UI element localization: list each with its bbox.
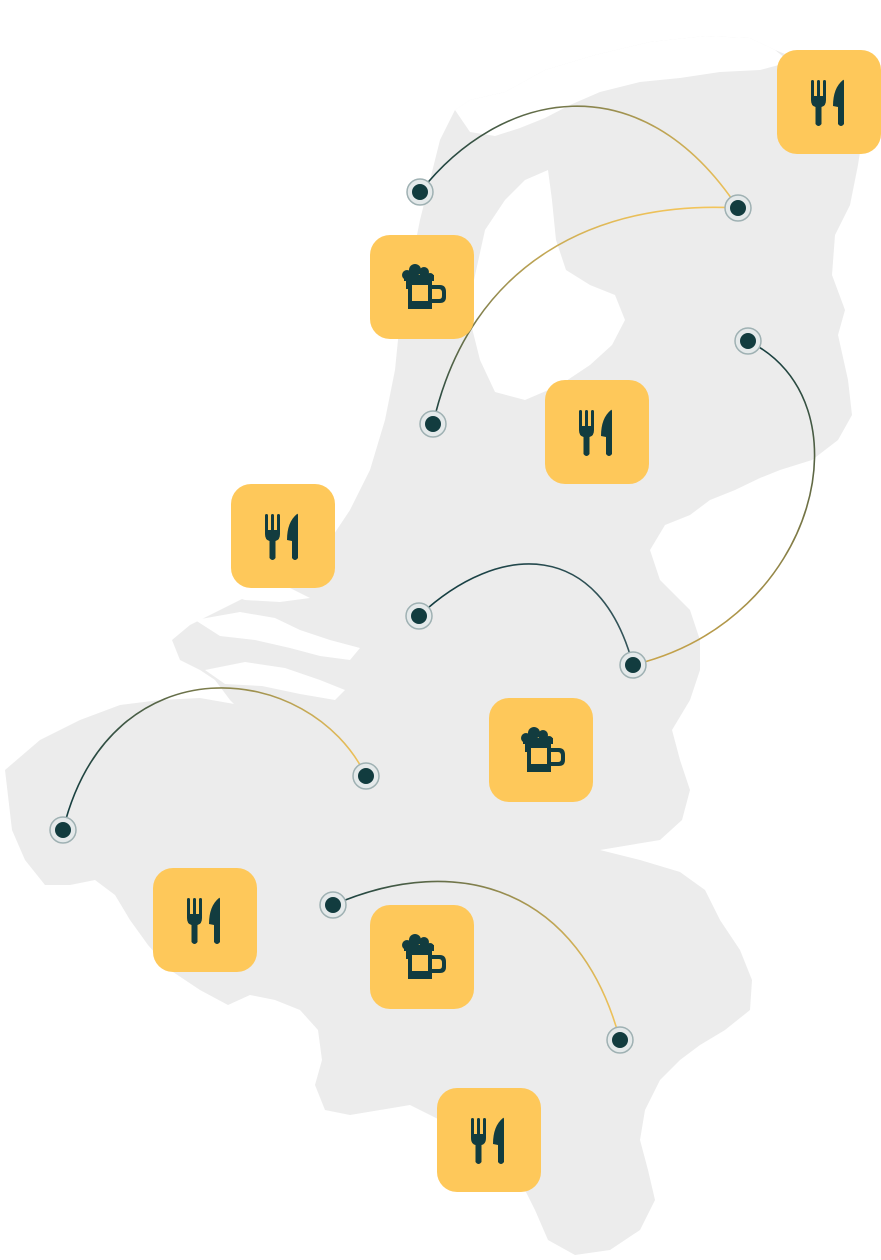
beer-mug-icon	[390, 255, 454, 319]
dot-h[interactable]	[352, 762, 380, 790]
badge-nw-beer[interactable]	[370, 235, 474, 339]
route-2	[432, 206, 739, 425]
dot-a[interactable]	[406, 178, 434, 206]
fork-knife-icon	[565, 400, 629, 464]
fork-knife-icon	[797, 70, 861, 134]
beer-mug-icon	[509, 718, 573, 782]
fork-knife-icon	[173, 888, 237, 952]
route-dots	[49, 178, 762, 1054]
beer-mug-icon	[390, 925, 454, 989]
dot-f[interactable]	[619, 651, 647, 679]
badge-bottom-restaurant[interactable]	[437, 1088, 541, 1192]
dot-i[interactable]	[319, 891, 347, 919]
route-4	[418, 563, 634, 666]
fork-knife-icon	[457, 1108, 521, 1172]
badge-mid-beer[interactable]	[489, 698, 593, 802]
island-gap-1	[600, 32, 665, 44]
routes-layer	[62, 105, 816, 1041]
island-gap-2	[690, 20, 745, 32]
dot-j[interactable]	[606, 1026, 634, 1054]
dot-b[interactable]	[724, 194, 752, 222]
dot-g[interactable]	[49, 816, 77, 844]
delta-channel-3	[215, 582, 310, 602]
badge-sw-restaurant[interactable]	[153, 868, 257, 972]
route-5	[62, 687, 367, 831]
route-3	[632, 340, 816, 666]
delta-channel-1	[195, 612, 360, 660]
route-6	[332, 880, 621, 1041]
dot-e[interactable]	[405, 602, 433, 630]
dot-c[interactable]	[419, 410, 447, 438]
fork-knife-icon	[251, 504, 315, 568]
delta-channel-2	[205, 662, 345, 700]
dot-d[interactable]	[734, 327, 762, 355]
badge-ne-restaurant[interactable]	[777, 50, 881, 154]
route-1	[419, 105, 739, 209]
badge-west-restaurant[interactable]	[231, 484, 335, 588]
ijsselmeer	[470, 170, 625, 400]
badge-south-beer[interactable]	[370, 905, 474, 1009]
badge-center-restaurant[interactable]	[545, 380, 649, 484]
